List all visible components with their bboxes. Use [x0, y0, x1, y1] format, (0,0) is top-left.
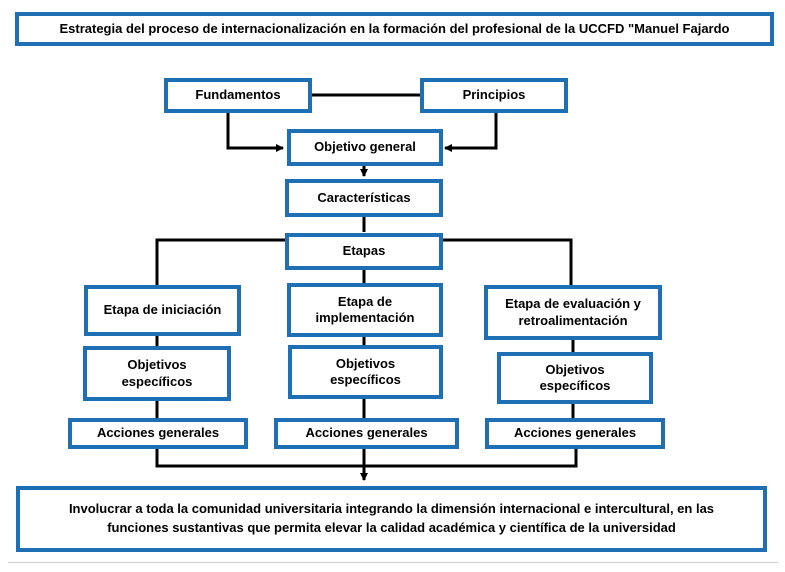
node-etapa-iniciacion: Etapa de iniciación [84, 285, 241, 336]
node-etapa-evaluacion: Etapa de evaluación y retroalimentación [484, 285, 662, 340]
arrow-fundamentos-objetivo [226, 112, 284, 152]
node-objetivos-especificos-1: Objetivos específicos [83, 346, 231, 401]
node-etapas: Etapas [285, 233, 443, 270]
footer-goal: Involucrar a toda la comunidad universit… [16, 486, 767, 552]
node-fundamentos: Fundamentos [164, 78, 312, 113]
node-principios: Principios [420, 78, 568, 113]
node-caracteristicas: Características [285, 179, 443, 217]
node-etapa-implementacion: Etapa de implementación [287, 283, 443, 337]
link-bottom-bus [155, 448, 578, 468]
node-objetivos-especificos-2: Objetivos específicos [288, 345, 443, 399]
node-acciones-generales-2: Acciones generales [274, 418, 459, 449]
bottom-divider [8, 562, 778, 563]
arrow-principios-objetivo [444, 112, 498, 152]
node-acciones-generales-3: Acciones generales [485, 418, 665, 449]
node-objetivos-especificos-3: Objetivos específicos [497, 352, 653, 404]
link-etapas-iniciacion [155, 238, 285, 285]
node-acciones-generales-1: Acciones generales [68, 418, 248, 449]
link-etapas-evaluacion [443, 238, 573, 285]
diagram-title: Estrategia del proceso de internacionali… [15, 12, 774, 46]
node-objetivo-general: Objetivo general [287, 129, 443, 166]
